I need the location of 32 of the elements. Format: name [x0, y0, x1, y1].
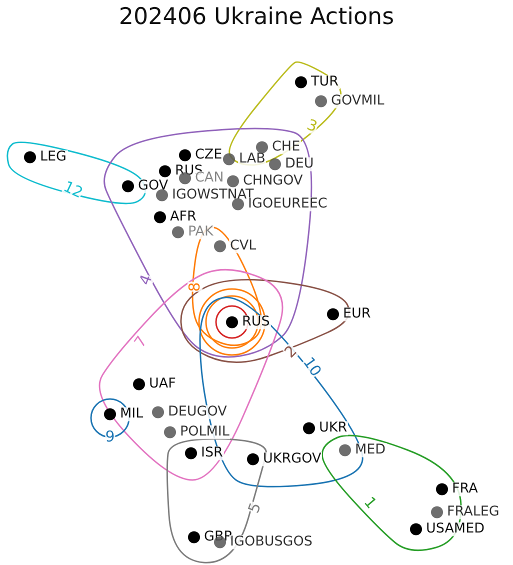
- node-label: LAB: [238, 152, 266, 166]
- node-label: MED: [354, 443, 387, 457]
- node-label: UKRGOV: [262, 452, 322, 466]
- node-label: CHNGOV: [242, 174, 304, 188]
- hull-number: 10: [300, 354, 324, 380]
- hull-number: 4: [137, 272, 155, 288]
- node-label: FRA: [451, 482, 479, 496]
- hull-number: 8: [188, 282, 202, 292]
- node-label: GOVMIL: [330, 94, 386, 108]
- node-label: EUR: [342, 307, 372, 321]
- node-label: MIL: [119, 407, 144, 421]
- node-label: GOV: [137, 179, 170, 193]
- node-label: ISR: [200, 446, 224, 460]
- node-label: UAF: [148, 377, 177, 391]
- hull-number: 3: [304, 117, 320, 135]
- node-label: RUS: [241, 315, 271, 329]
- hull-number: 9: [105, 430, 115, 444]
- node-label: CZE: [194, 148, 224, 162]
- chart-title: 202406 Ukraine Actions: [118, 4, 396, 30]
- node-label: TUR: [310, 75, 340, 89]
- node-label: UKR: [318, 421, 348, 435]
- node-label: CVL: [229, 239, 258, 253]
- node-label: DEU: [284, 157, 315, 171]
- node-label: DEUGOV: [167, 405, 228, 419]
- node-label: FRALEG: [446, 505, 500, 519]
- node-label: CHE: [271, 140, 302, 154]
- node-label: IGOBUSGOS: [229, 535, 314, 549]
- node-label: POLMIL: [179, 425, 230, 439]
- node-label: LEG: [39, 150, 68, 164]
- node-label: USAMED: [425, 522, 486, 536]
- node-label: PAK: [187, 225, 214, 239]
- hull-number: 2: [282, 343, 300, 361]
